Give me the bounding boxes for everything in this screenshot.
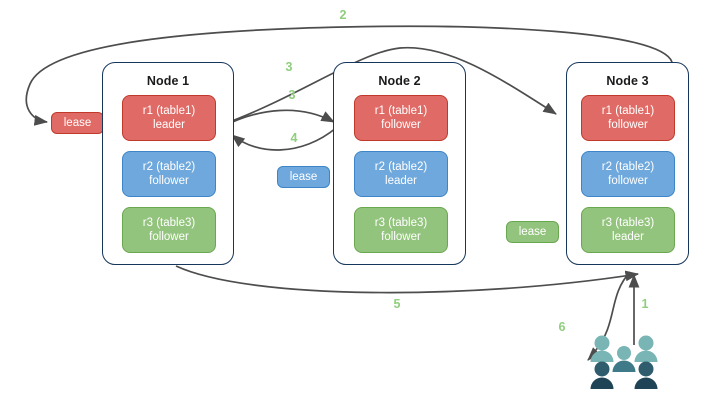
replica-role: leader bbox=[385, 175, 417, 187]
replica-name: r2 (table2) bbox=[374, 161, 428, 173]
step-label-3-lower: 3 bbox=[288, 88, 296, 102]
step-label-4: 4 bbox=[290, 131, 298, 145]
replica-role: follower bbox=[149, 231, 189, 243]
replica-name: r1 (table1) bbox=[142, 105, 196, 117]
edge-step-5 bbox=[175, 265, 640, 294]
step-label-2: 2 bbox=[339, 8, 347, 22]
node-title: Node 1 bbox=[146, 74, 190, 88]
replica-node1-r3[interactable]: r3 (table3) follower bbox=[122, 207, 216, 253]
step-label-6: 6 bbox=[558, 320, 566, 334]
replica-role: follower bbox=[381, 119, 421, 131]
lease-badge-r1[interactable]: lease bbox=[51, 112, 104, 134]
step-label-1: 1 bbox=[641, 297, 649, 311]
replica-role: follower bbox=[381, 231, 421, 243]
lease-label: lease bbox=[518, 226, 547, 238]
replica-role: leader bbox=[612, 231, 644, 243]
edge-step-3-to-node2 bbox=[223, 109, 335, 127]
replica-role: follower bbox=[149, 175, 189, 187]
replica-role: leader bbox=[153, 119, 185, 131]
replica-name: r1 (table1) bbox=[601, 105, 655, 117]
node-box-node-2[interactable]: Node 2 r1 (table1) follower r2 (table2) … bbox=[333, 62, 466, 265]
replica-name: r1 (table1) bbox=[374, 105, 428, 117]
replica-name: r3 (table3) bbox=[374, 217, 428, 229]
replica-name: r3 (table3) bbox=[601, 217, 655, 229]
edge-step-4 bbox=[231, 127, 337, 151]
replica-node3-r1[interactable]: r1 (table1) follower bbox=[581, 95, 675, 141]
replica-node3-r2[interactable]: r2 (table2) follower bbox=[581, 151, 675, 197]
replica-name: r3 (table3) bbox=[142, 217, 196, 229]
lease-label: lease bbox=[63, 117, 92, 129]
replica-node1-r2[interactable]: r2 (table2) follower bbox=[122, 151, 216, 197]
replica-role: follower bbox=[608, 175, 648, 187]
step-label-3-upper: 3 bbox=[285, 60, 293, 74]
lease-badge-r2[interactable]: lease bbox=[277, 166, 330, 188]
users-group-icon bbox=[590, 335, 658, 389]
replica-node2-r3[interactable]: r3 (table3) follower bbox=[354, 207, 448, 253]
replica-node2-r1[interactable]: r1 (table1) follower bbox=[354, 95, 448, 141]
node-title: Node 3 bbox=[606, 74, 649, 88]
replica-name: r2 (table2) bbox=[142, 161, 196, 173]
node-title: Node 2 bbox=[378, 74, 421, 88]
replica-name: r2 (table2) bbox=[601, 161, 655, 173]
replica-node3-r3[interactable]: r3 (table3) leader bbox=[581, 207, 675, 253]
replica-role: follower bbox=[608, 119, 648, 131]
step-label-5: 5 bbox=[393, 297, 401, 311]
lease-badge-r3[interactable]: lease bbox=[506, 221, 559, 243]
lease-label: lease bbox=[289, 171, 318, 183]
replica-node1-r1[interactable]: r1 (table1) leader bbox=[122, 95, 216, 141]
node-box-node-1[interactable]: Node 1 r1 (table1) leader r2 (table2) fo… bbox=[102, 62, 234, 265]
replica-node2-r2[interactable]: r2 (table2) leader bbox=[354, 151, 448, 197]
node-box-node-3[interactable]: Node 3 r1 (table1) follower r2 (table2) … bbox=[566, 62, 689, 265]
